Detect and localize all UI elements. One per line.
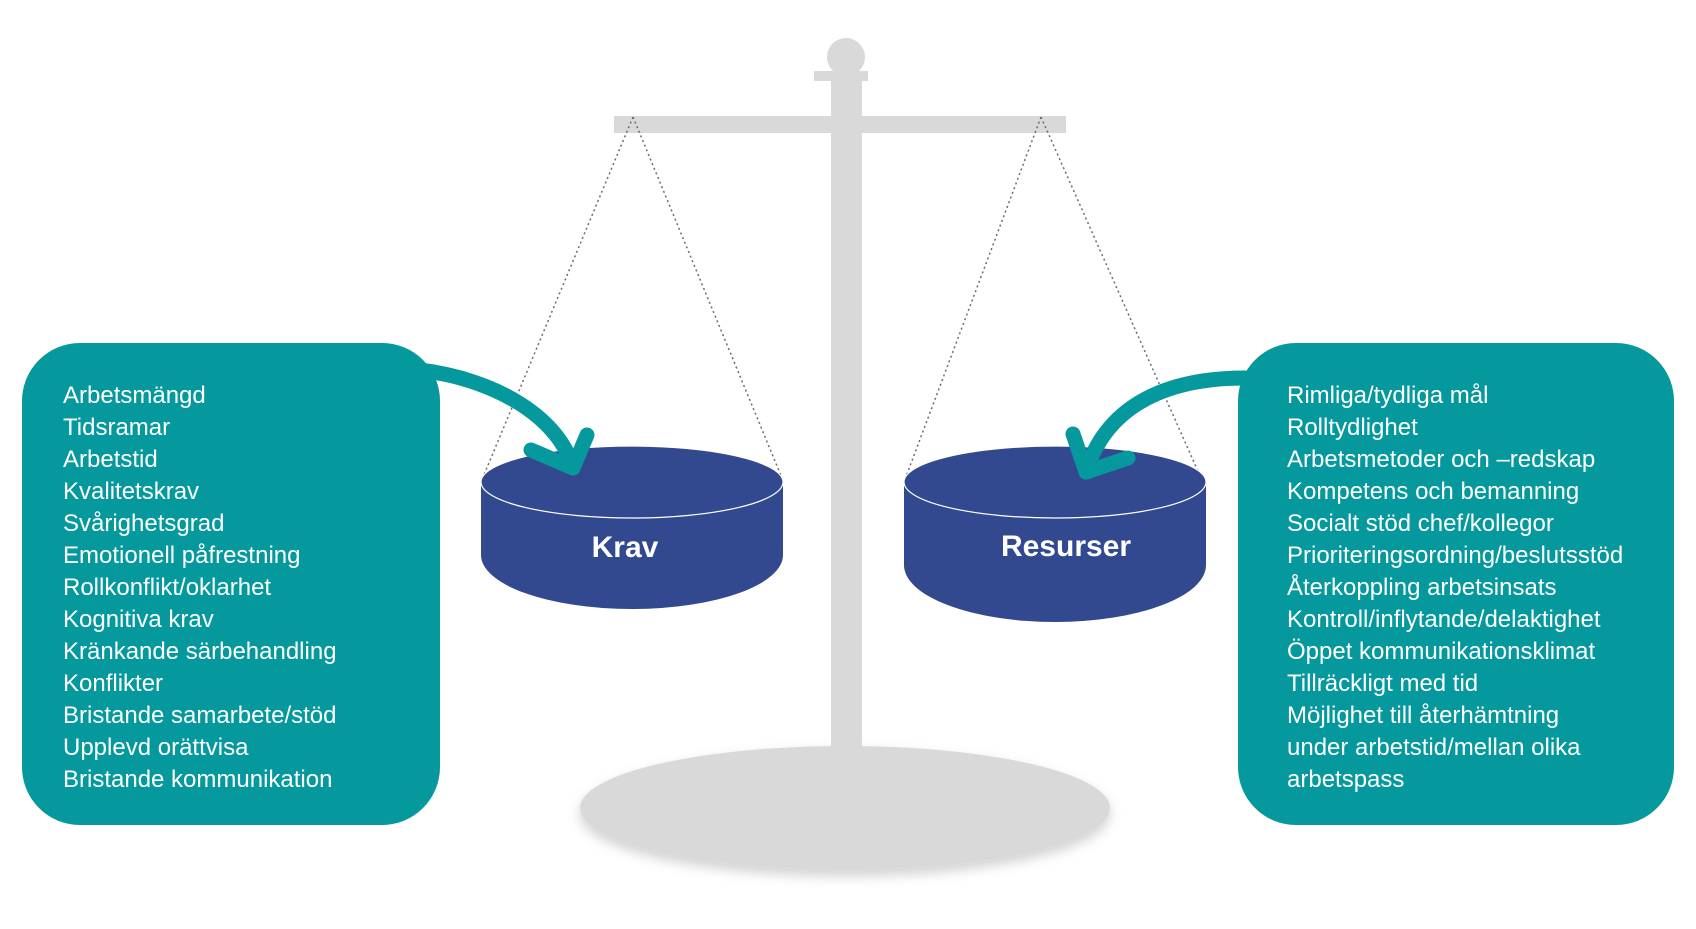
- pan-krav-label: Krav: [592, 531, 659, 564]
- demand-item: Arbetstid: [63, 446, 158, 473]
- pan-resurser-label: Resurser: [1001, 530, 1131, 563]
- resource-item: Återkoppling arbetsinsats: [1287, 574, 1557, 601]
- pan-resurser: Resurser: [903, 445, 1207, 622]
- scale-knob-collar: [814, 71, 868, 81]
- pan-strings: [480, 116, 1202, 483]
- resource-item: Kontroll/inflytande/delaktighet: [1287, 606, 1601, 633]
- demands-box: Arbetsmängd Tidsramar Arbetstid Kvalitet…: [22, 343, 440, 825]
- arrow-resources-to-resurser-icon: [1065, 370, 1253, 480]
- resource-item: under arbetstid/mellan olika: [1287, 734, 1581, 761]
- demand-item: Bristande kommunikation: [63, 766, 333, 793]
- resource-item: Prioriteringsordning/beslutsstöd: [1287, 542, 1624, 569]
- demand-item: Emotionell påfrestning: [63, 542, 301, 569]
- demand-item: Kognitiva krav: [63, 606, 214, 633]
- demand-item: Arbetsmängd: [63, 382, 206, 409]
- demand-item: Konflikter: [63, 670, 164, 697]
- resources-box: Rimliga/tydliga mål Rolltydlighet Arbets…: [1238, 343, 1674, 825]
- demand-item: Kränkande särbehandling: [63, 638, 337, 665]
- scale-pole: [831, 80, 862, 780]
- demand-item: Kvalitetskrav: [63, 478, 200, 505]
- arrow-demands-to-krav-icon: [412, 362, 595, 476]
- demand-item: Bristande samarbete/stöd: [63, 702, 337, 729]
- scale-knob: [827, 38, 865, 76]
- scale-beam: [614, 116, 1066, 133]
- resource-item: Tillräckligt med tid: [1287, 670, 1479, 697]
- resource-item: Socialt stöd chef/kollegor: [1287, 510, 1554, 537]
- scale-base: [580, 746, 1110, 870]
- resource-item: Arbetsmetoder och –redskap: [1287, 446, 1596, 473]
- resources-list: Rimliga/tydliga mål Rolltydlighet Arbets…: [1287, 380, 1623, 796]
- demand-item: Rollkonflikt/oklarhet: [63, 574, 272, 601]
- resource-item: Möjlighet till återhämtning: [1287, 702, 1560, 729]
- resource-item: Kompetens och bemanning: [1287, 478, 1580, 505]
- resource-item: arbetspass: [1287, 766, 1405, 793]
- demands-list: Arbetsmängd Tidsramar Arbetstid Kvalitet…: [63, 380, 337, 796]
- demand-item: Tidsramar: [63, 414, 171, 441]
- demand-item: Upplevd orättvisa: [63, 734, 249, 761]
- pan-krav: Krav: [480, 445, 784, 609]
- resource-item: Rolltydlighet: [1287, 414, 1418, 441]
- demand-item: Svårighetsgrad: [63, 510, 225, 537]
- resource-item: Rimliga/tydliga mål: [1287, 382, 1489, 409]
- resource-item: Öppet kommunikationsklimat: [1287, 638, 1596, 665]
